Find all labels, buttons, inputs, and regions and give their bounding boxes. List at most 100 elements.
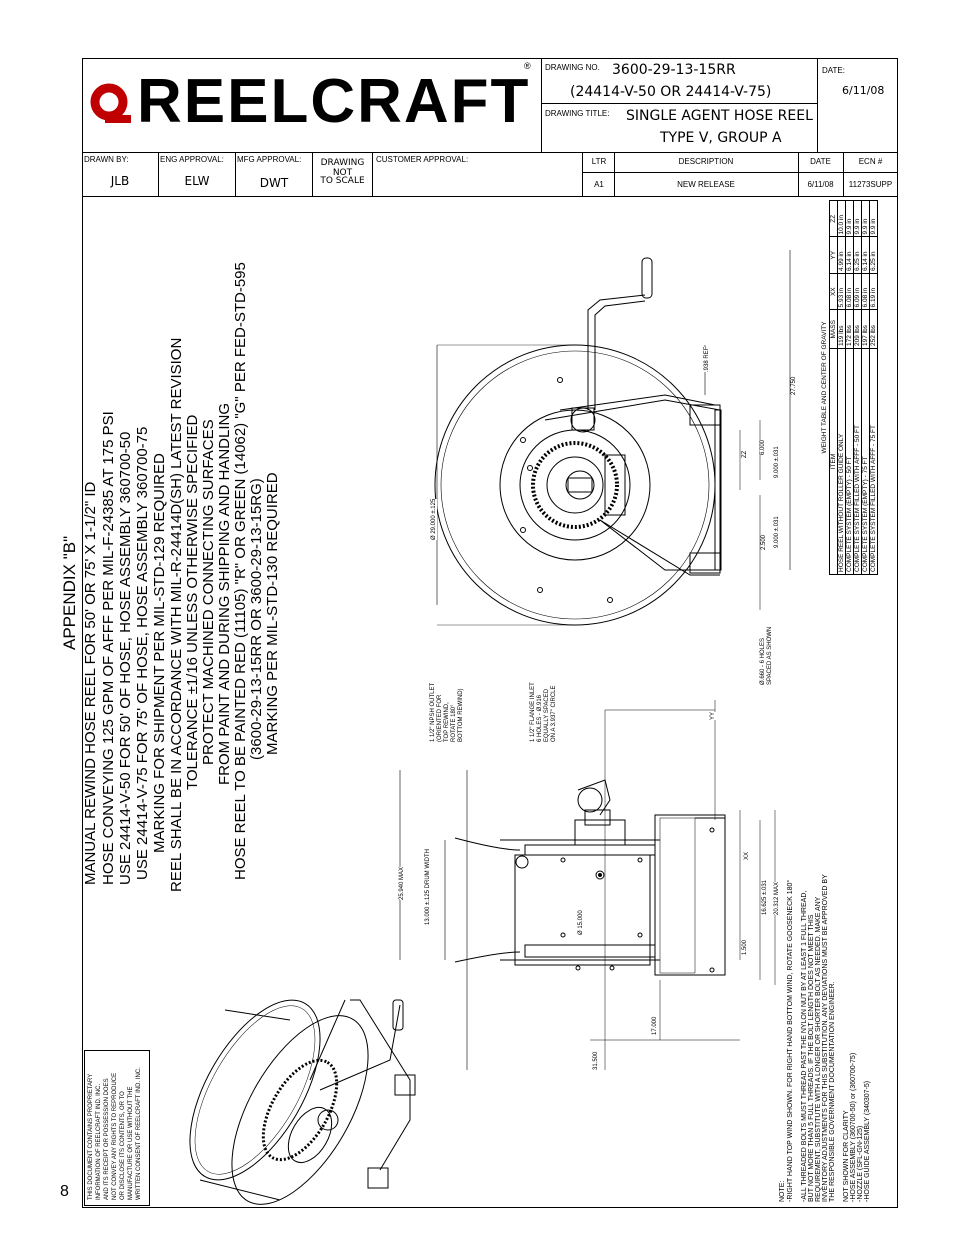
- title-block-vline: [582, 152, 583, 196]
- weight-table-row: COMPLETE SYSTEM FILLED WITH AFFF - 75 FT…: [869, 200, 878, 575]
- weight-table-cell: 209 lbs: [853, 309, 862, 349]
- dimension-d-6000: 6.000: [760, 439, 766, 455]
- dimension-reel-dia: Ø 29.000 ±.125: [431, 498, 437, 540]
- proprietary-line: OR DISCLOSE ITS CONTENTS, OR TO: [120, 1091, 126, 1200]
- title-block-vline: [798, 152, 799, 196]
- bolt-hole: [575, 965, 581, 971]
- rev-header-ltr: LTR: [591, 157, 607, 166]
- title-block-hline: [541, 103, 817, 104]
- weight-table-header: MASS: [829, 309, 838, 349]
- drawing-sheet: [82, 58, 898, 1208]
- weight-table-cell: 252 lbs: [869, 309, 878, 349]
- proprietary-notice-box: [84, 1050, 150, 1206]
- note-line: -HOSE GUIDE ASSEMBLY (340307-5): [864, 1080, 871, 1202]
- reelcraft-q-icon: [90, 83, 131, 123]
- weight-table-cell: 6.14 in: [845, 237, 854, 274]
- weight-table-cell: COMPLETE SYSTEM (EMPTY) - 75 FT: [861, 348, 870, 575]
- weight-table-cell: 9.9 in: [861, 200, 870, 237]
- appendix-line: USE 24414-V-50 FOR 50' OF HOSE, HOSE ASS…: [117, 431, 134, 885]
- weight-table-cell: COMPLETE SYSTEM FILLED WITH AFFF - 75 FT: [869, 348, 878, 575]
- note-line: -NOZZLE (SFL-GN-125): [857, 1125, 864, 1202]
- drawn-by-label: DRAWN BY:: [84, 155, 129, 164]
- eng-approval-label: ENG APPROVAL:: [160, 155, 224, 164]
- bolt-hole: [520, 527, 526, 533]
- bolt-hole: [609, 965, 615, 971]
- proprietary-line: WRITTEN CONSENT OF REELCRAFT IND. INC.: [136, 1067, 142, 1200]
- proprietary-line: AND ITS RECEIPT OR POSSESSION DOES: [104, 1078, 110, 1200]
- eng-approval-value: ELW: [184, 174, 210, 188]
- drawing-title-line1: SINGLE AGENT HOSE REEL: [626, 108, 813, 124]
- weight-table-cell: 6.14 in: [861, 237, 870, 274]
- dimension-yy: YY: [710, 711, 716, 720]
- rev-row-ltr: A1: [594, 180, 604, 189]
- rev-header-description: DESCRIPTION: [678, 157, 734, 166]
- appendix-line: USE 24414-V-75 FOR 75' OF HOSE, HOSE ASS…: [134, 426, 151, 880]
- weight-table-row: COMPLETE SYSTEM FILLED WITH AFFF - 50 FT…: [853, 200, 862, 575]
- logo-text: REELCRAFT: [137, 67, 531, 136]
- weight-table-cell: 9.9 in: [853, 200, 862, 237]
- weight-table-cell: HOSE REEL WITHOUT ROLLER GUIDE ONLY: [837, 348, 846, 575]
- weight-table-cell: 6.08 in: [845, 273, 854, 310]
- title-block-vline: [312, 152, 313, 196]
- weight-table-cell: 5.93 in: [837, 273, 846, 310]
- weight-table-cell: 9.9 in: [869, 200, 878, 237]
- weight-table-cell: 4.99 in: [837, 237, 846, 274]
- isometric-view: [189, 999, 416, 1205]
- reelcraft-logo: REELCRAFT: [85, 60, 528, 154]
- scale-line2: TO SCALE: [320, 176, 365, 186]
- weight-table-cell: COMPLETE SYSTEM (EMPTY) - 50 FT: [845, 348, 854, 575]
- dimension-d-17000: 17.000: [652, 1016, 658, 1035]
- bolt-hole: [637, 857, 643, 863]
- weight-table-cell: 119 lbs: [837, 309, 846, 349]
- note-line: THE RESPONSIBLE GOVERNMENT DOCUMENTATION…: [829, 981, 836, 1202]
- drawing-no: 3600-29-13-15RR: [612, 62, 736, 78]
- appendix-line: MANUAL REWIND HOSE REEL FOR 50' OR 75' X…: [82, 481, 99, 885]
- registered-mark: ®: [524, 61, 531, 71]
- drawn-by-value: JLB: [110, 174, 130, 188]
- callout-holes-note: Ø.660 - 6 HOLES SPACED AS SHOWN: [760, 626, 773, 685]
- title-block-vline: [372, 152, 373, 196]
- weight-table-header: YY: [829, 237, 838, 274]
- weight-table-header: ITEM: [829, 348, 838, 575]
- dimension-ref-938: .938 REF: [704, 346, 710, 372]
- callout-inlet-note: 1 1/2" FLANGE INLET 6 HOLES - Ø.916 EQUA…: [530, 682, 557, 742]
- title-block-vline: [235, 152, 236, 196]
- proprietary-line: INFORMATION OF REELCRAFT IND. INC.: [96, 1083, 102, 1200]
- title-block-vline: [843, 152, 844, 196]
- mfg-approval-label: MFG APPROVAL:: [237, 155, 302, 164]
- dimension-d-31500: 31.500: [593, 1051, 599, 1070]
- title-block-vline: [541, 58, 542, 152]
- weight-table-cell: 172 lbs: [845, 309, 854, 349]
- weight-table-cell: 9.9 in: [845, 200, 854, 237]
- bolt-hole: [537, 587, 543, 593]
- appendix-title: APPENDIX "B": [60, 535, 79, 650]
- weight-table-cell: COMPLETE SYSTEM FILLED WITH AFFF - 50 FT: [853, 348, 862, 575]
- title-block-vline: [614, 152, 615, 196]
- page-number: 8: [60, 1183, 69, 1200]
- side-view: [434, 250, 791, 626]
- rev-table-hline: [582, 172, 898, 173]
- dimension-zz: ZZ: [742, 450, 748, 458]
- drawing-title-label: DRAWING TITLE:: [545, 109, 610, 118]
- bolt-hole: [527, 465, 533, 471]
- bolt-hole: [520, 437, 526, 443]
- weight-table-cell: 6.19 in: [869, 273, 878, 310]
- weight-table-cell: 6.25 in: [869, 237, 878, 274]
- weight-table-cell: 6.08 in: [861, 273, 870, 310]
- dimension-d-9000a: 9.000 ±.031: [774, 446, 780, 478]
- bolt-hole: [709, 827, 715, 833]
- date-label: DATE:: [822, 66, 845, 75]
- proprietary-line: THIS DOCUMENT CONTAINS PROPRIETARY: [88, 1073, 94, 1200]
- bolt-hole: [607, 597, 613, 603]
- proprietary-line: NOT CONVEY ANY RIGHTS TO REPRODUCE: [112, 1072, 118, 1200]
- dimension-d-20312: 20.312 MAX: [774, 881, 780, 915]
- rev-row-ecn: 11273SUPP: [848, 180, 893, 189]
- date-value: 6/11/08: [842, 84, 885, 97]
- rev-row-date: 6/11/08: [807, 180, 834, 189]
- weight-table-header: ZZ: [829, 200, 838, 237]
- rev-row-description: NEW RELEASE: [677, 180, 735, 189]
- drawing-title-line2: TYPE V, GROUP A: [660, 130, 782, 146]
